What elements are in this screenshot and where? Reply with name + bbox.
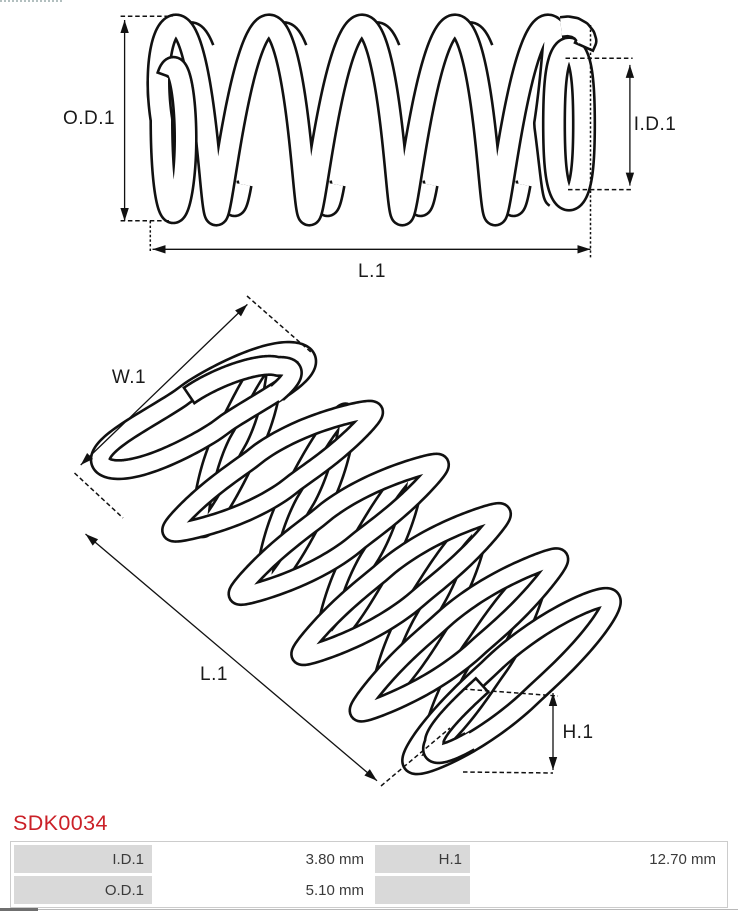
svg-text:W.1: W.1	[112, 367, 146, 388]
svg-text:O.D.1: O.D.1	[63, 108, 115, 129]
svg-text:H.1: H.1	[562, 722, 593, 743]
svg-text:I.D.1: I.D.1	[634, 114, 677, 135]
svg-text:L.1: L.1	[200, 664, 228, 685]
svg-text:L.1: L.1	[358, 261, 386, 282]
